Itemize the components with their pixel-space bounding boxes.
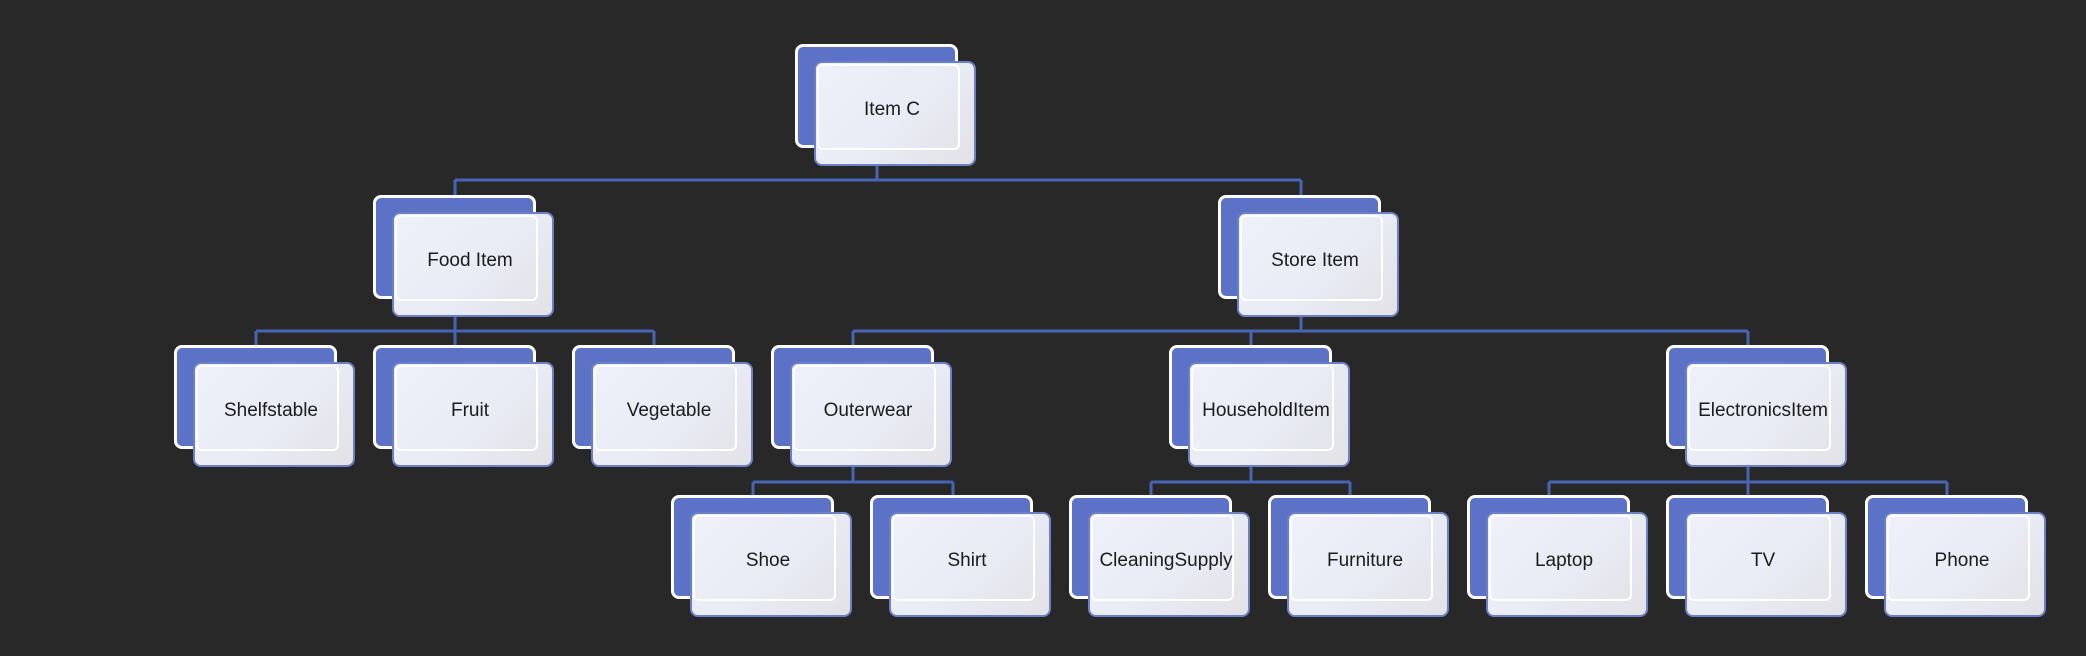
node-householditem[interactable]: HouseholdItem: [1169, 345, 1350, 467]
node-front-shape: Item C: [814, 61, 976, 166]
node-fruit[interactable]: Fruit: [373, 345, 554, 467]
node-label: ElectronicsItem: [1698, 399, 1828, 421]
node-label: Shoe: [745, 549, 791, 571]
node-label: Furniture: [1326, 549, 1404, 571]
node-front-shape: Outerwear: [790, 362, 952, 467]
node-front-shape: HouseholdItem: [1188, 362, 1350, 467]
node-label: Food Item: [427, 249, 513, 271]
node-furniture[interactable]: Furniture: [1268, 495, 1449, 617]
node-label: Outerwear: [823, 399, 913, 421]
node-front-shape: Laptop: [1486, 512, 1648, 617]
node-outerwear[interactable]: Outerwear: [771, 345, 952, 467]
node-shirt[interactable]: Shirt: [870, 495, 1051, 617]
node-label: Store Item: [1271, 249, 1359, 271]
node-front-shape: Shirt: [889, 512, 1051, 617]
node-front-shape: Shelfstable: [193, 362, 355, 467]
node-item-c[interactable]: Item C: [795, 44, 976, 166]
node-label: Laptop: [1534, 549, 1594, 571]
node-front-shape: Food Item: [392, 212, 554, 317]
node-label: HouseholdItem: [1202, 399, 1330, 421]
node-label: TV: [1750, 549, 1776, 571]
node-label: Phone: [1934, 549, 1990, 571]
node-tv[interactable]: TV: [1666, 495, 1847, 617]
node-front-shape: ElectronicsItem: [1685, 362, 1847, 467]
node-front-shape: Store Item: [1237, 212, 1399, 317]
node-electronicsitem[interactable]: ElectronicsItem: [1666, 345, 1847, 467]
node-front-shape: Vegetable: [591, 362, 753, 467]
node-label: Vegetable: [626, 399, 712, 421]
node-front-shape: Furniture: [1287, 512, 1449, 617]
node-front-shape: Phone: [1884, 512, 2046, 617]
node-label: Item C: [864, 98, 920, 120]
node-front-shape: Shoe: [690, 512, 852, 617]
node-front-shape: Fruit: [392, 362, 554, 467]
node-cleaningsupply[interactable]: CleaningSupply: [1069, 495, 1250, 617]
node-phone[interactable]: Phone: [1865, 495, 2046, 617]
node-food-item[interactable]: Food Item: [373, 195, 554, 317]
node-label: Fruit: [451, 399, 489, 421]
node-store-item[interactable]: Store Item: [1218, 195, 1399, 317]
node-shoe[interactable]: Shoe: [671, 495, 852, 617]
node-front-shape: CleaningSupply: [1088, 512, 1250, 617]
node-shelfstable[interactable]: Shelfstable: [174, 345, 355, 467]
node-vegetable[interactable]: Vegetable: [572, 345, 753, 467]
node-label: Shirt: [947, 549, 987, 571]
node-front-shape: TV: [1685, 512, 1847, 617]
node-laptop[interactable]: Laptop: [1467, 495, 1648, 617]
node-label: CleaningSupply: [1099, 549, 1233, 571]
node-label: Shelfstable: [223, 399, 318, 421]
